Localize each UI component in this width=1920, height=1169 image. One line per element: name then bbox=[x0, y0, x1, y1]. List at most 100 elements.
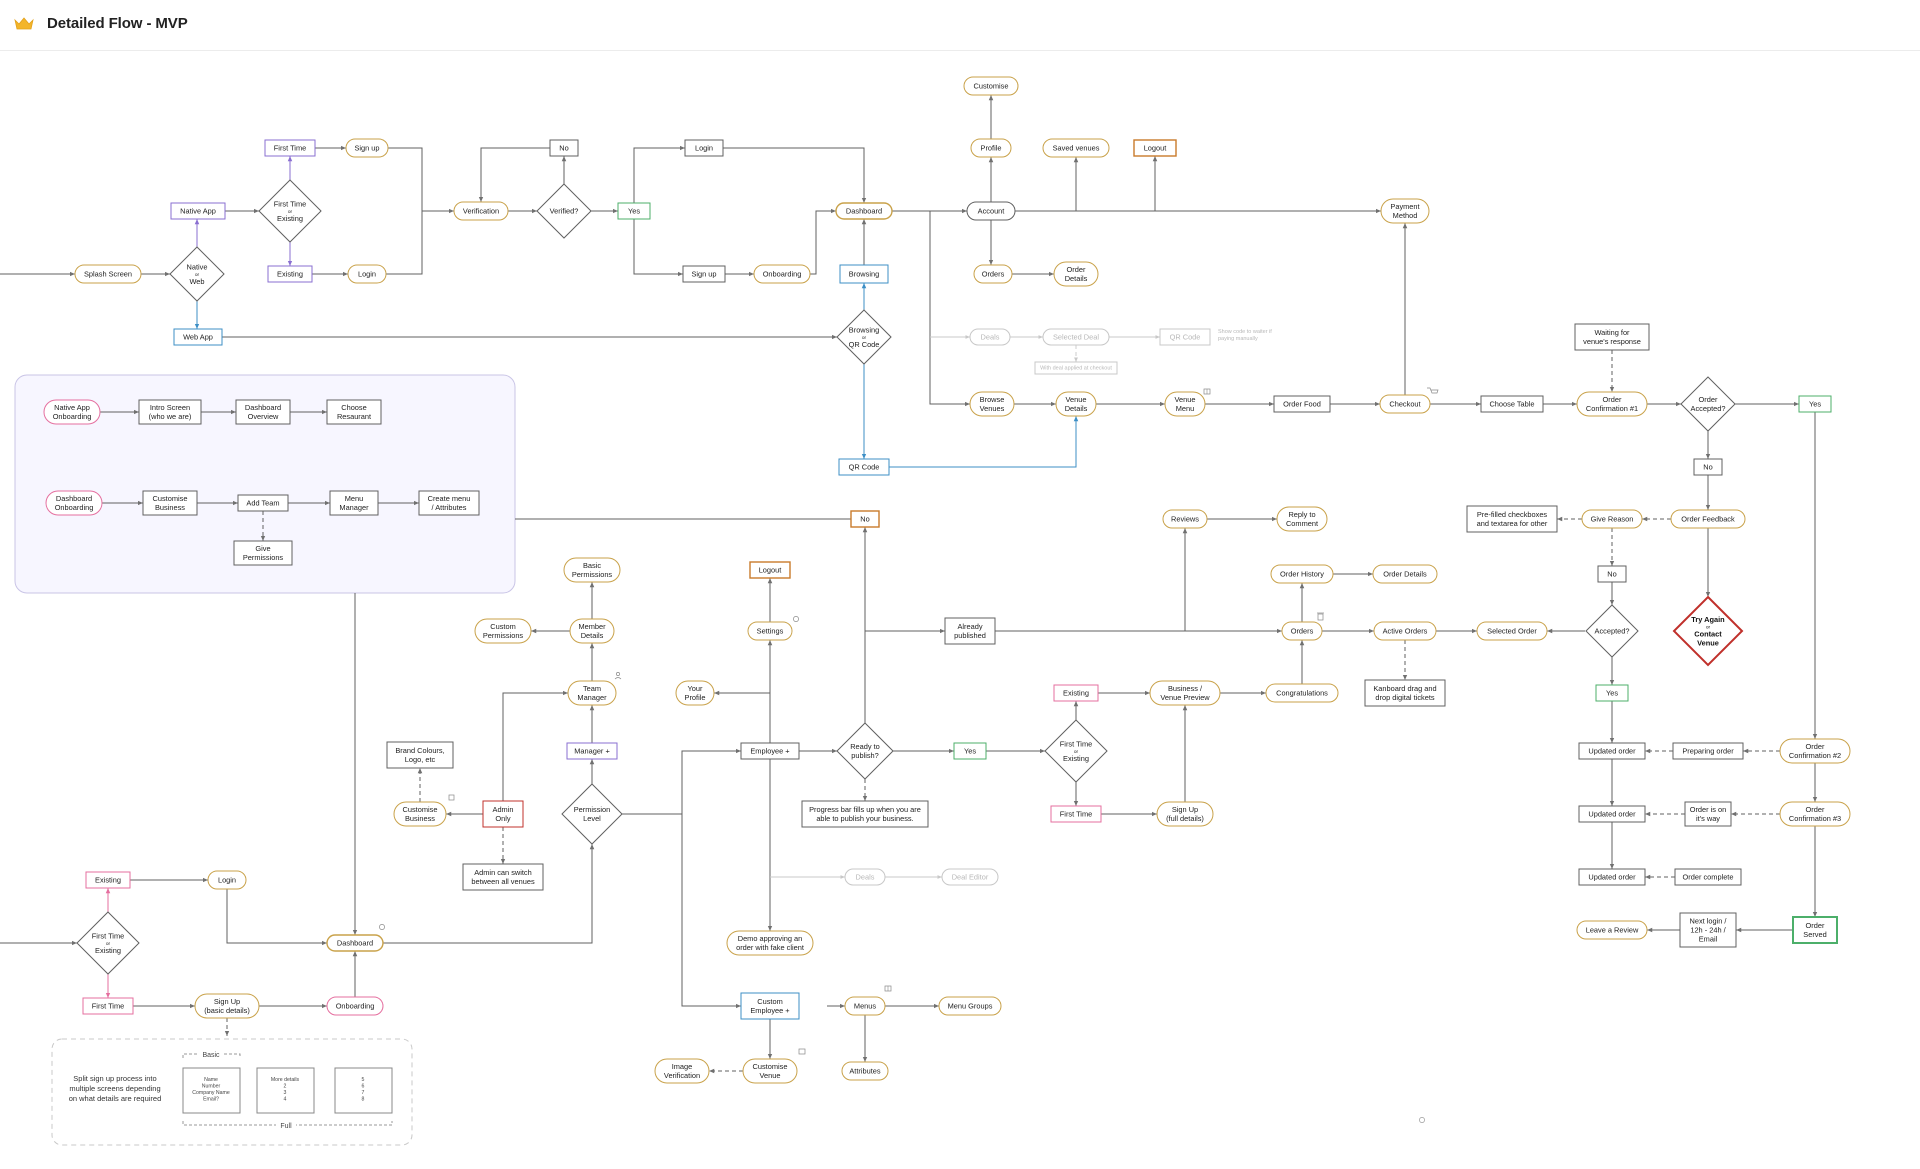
node-shape[interactable] bbox=[1581, 509, 1643, 529]
node-shape[interactable] bbox=[1270, 564, 1334, 584]
node-shape[interactable] bbox=[1466, 505, 1558, 533]
node-updated3[interactable]: Updated order bbox=[1578, 868, 1646, 886]
node-shape[interactable] bbox=[1053, 684, 1099, 702]
node-brand[interactable]: Brand Colours,Logo, etc bbox=[386, 741, 454, 769]
node-shape[interactable] bbox=[1476, 621, 1548, 641]
node-shape[interactable] bbox=[138, 399, 202, 425]
node-splash[interactable]: Splash Screen bbox=[74, 264, 142, 284]
node-active_orders[interactable]: Active Orders bbox=[1373, 621, 1437, 641]
node-shape[interactable] bbox=[326, 399, 382, 425]
node-shape[interactable] bbox=[1159, 328, 1211, 346]
node-shape[interactable] bbox=[747, 621, 793, 641]
node-first_time3[interactable]: First Time bbox=[1050, 805, 1102, 823]
node-order_history[interactable]: Order History bbox=[1270, 564, 1334, 584]
node-shape[interactable] bbox=[953, 742, 987, 760]
node-intro[interactable]: Intro Screen(who we are) bbox=[138, 399, 202, 425]
node-existing3[interactable]: Existing bbox=[1053, 684, 1099, 702]
node-shape[interactable] bbox=[839, 264, 889, 284]
node-checkout[interactable]: Checkout bbox=[1379, 394, 1431, 414]
node-shape[interactable] bbox=[1372, 564, 1438, 584]
node-yes4[interactable]: Yes bbox=[953, 742, 987, 760]
node-profile[interactable]: Profile bbox=[970, 138, 1012, 158]
node-shape[interactable] bbox=[1670, 509, 1746, 529]
node-onboard1[interactable]: Onboarding bbox=[753, 264, 811, 284]
node-shape[interactable] bbox=[1162, 509, 1208, 529]
node-shape[interactable] bbox=[682, 265, 726, 283]
node-shape[interactable] bbox=[1044, 719, 1108, 783]
node-qrcode2[interactable]: QR Code bbox=[1159, 328, 1211, 346]
node-login2[interactable]: Login bbox=[684, 139, 724, 157]
node-shape[interactable] bbox=[1578, 868, 1646, 886]
node-verified[interactable]: Verified? bbox=[536, 183, 592, 239]
node-shape[interactable] bbox=[1156, 801, 1214, 827]
node-no4[interactable]: No bbox=[850, 510, 880, 528]
node-shape[interactable] bbox=[1792, 916, 1838, 944]
node-orders1[interactable]: Orders bbox=[973, 264, 1013, 284]
node-shape[interactable] bbox=[418, 490, 480, 516]
node-login1[interactable]: Login bbox=[347, 264, 387, 284]
node-shape[interactable] bbox=[969, 328, 1011, 346]
node-first_time4[interactable]: First Time bbox=[82, 997, 134, 1015]
node-shape[interactable] bbox=[482, 800, 524, 828]
node-updated2[interactable]: Updated order bbox=[1578, 805, 1646, 823]
node-shape[interactable] bbox=[726, 930, 814, 956]
node-shape[interactable] bbox=[169, 246, 225, 302]
node-dashboard1[interactable]: Dashboard bbox=[835, 202, 893, 220]
node-shape[interactable] bbox=[1281, 621, 1323, 641]
node-shape[interactable] bbox=[82, 997, 134, 1015]
node-add_team[interactable]: Add Team bbox=[237, 494, 289, 512]
node-shape[interactable] bbox=[1480, 395, 1544, 413]
node-shape[interactable] bbox=[749, 561, 791, 579]
node-shape[interactable] bbox=[836, 722, 894, 780]
node-shape[interactable] bbox=[1674, 868, 1742, 886]
node-shape[interactable] bbox=[1273, 395, 1331, 413]
node-shape[interactable] bbox=[1133, 139, 1177, 157]
node-shape[interactable] bbox=[1149, 680, 1221, 706]
node-onboard2[interactable]: Onboarding bbox=[326, 996, 384, 1016]
node-shape[interactable] bbox=[835, 202, 893, 220]
node-preparing[interactable]: Preparing order bbox=[1672, 742, 1744, 760]
node-login4[interactable]: Login bbox=[207, 870, 247, 890]
node-shape[interactable] bbox=[326, 996, 384, 1016]
node-signup_full[interactable]: Sign Up(full details) bbox=[1156, 801, 1214, 827]
node-menus[interactable]: Menus bbox=[844, 996, 886, 1016]
node-shape[interactable] bbox=[654, 1058, 710, 1084]
node-shape[interactable] bbox=[1055, 391, 1097, 417]
node-shape[interactable] bbox=[1672, 742, 1744, 760]
node-shape[interactable] bbox=[1364, 679, 1446, 707]
node-shape[interactable] bbox=[386, 741, 454, 769]
node-employee[interactable]: Employee + bbox=[740, 742, 800, 760]
node-shape[interactable] bbox=[1779, 738, 1851, 764]
node-shape[interactable] bbox=[753, 264, 811, 284]
node-shape[interactable] bbox=[740, 742, 800, 760]
node-shape[interactable] bbox=[173, 328, 223, 346]
node-shape[interactable] bbox=[1042, 328, 1110, 346]
node-shape[interactable] bbox=[258, 179, 322, 243]
node-with_deal[interactable]: With deal applied at checkout bbox=[1034, 361, 1118, 375]
node-account[interactable]: Account bbox=[966, 201, 1016, 221]
